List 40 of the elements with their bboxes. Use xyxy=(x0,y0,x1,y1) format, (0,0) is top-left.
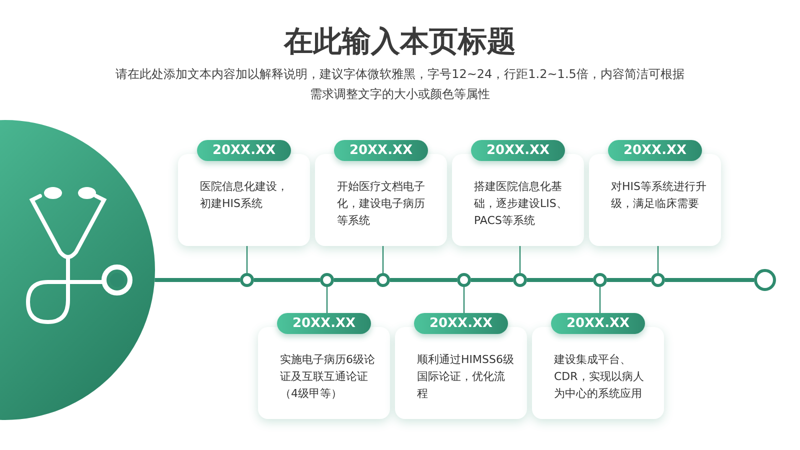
page-title: 在此输入本页标题 xyxy=(282,23,517,60)
event-description: 开始医疗文档电子化，建设电子病历等系统 xyxy=(337,179,426,229)
date-pill: 20XX.XX xyxy=(608,140,702,161)
subtitle-text: 请在此处添加文本内容加以解释说明，建议字体微软雅黑，字号12~24，行距1.2~1.5倍，内容简洁可根据需求调整文字的大小或颜色等属性 xyxy=(114,66,686,103)
connector-line xyxy=(665,278,754,282)
date-pill: 20XX.XX xyxy=(334,140,428,161)
timeline-dot xyxy=(513,273,527,287)
date-pill: 20XX.XX xyxy=(197,140,291,161)
connector-line xyxy=(382,246,384,273)
event-description: 建设集成平台、CDR，实现以病人为中心的系统应用 xyxy=(554,352,645,402)
connector-line xyxy=(527,278,593,282)
connector-line xyxy=(326,287,328,313)
timeline-dot xyxy=(240,273,254,287)
connector-line xyxy=(599,287,601,313)
timeline-dot xyxy=(376,273,390,287)
timeline-dot xyxy=(754,269,776,291)
connector-line xyxy=(519,246,521,273)
connector-line xyxy=(334,278,376,282)
timeline-dot xyxy=(320,273,334,287)
event-description: 搭建医院信息化基础，逐步建设LIS、PACS等系统 xyxy=(474,179,568,229)
stethoscope-drawing xyxy=(0,120,155,420)
connector-line xyxy=(154,278,240,282)
date-pill: 20XX.XX xyxy=(277,313,371,334)
date-pill: 20XX.XX xyxy=(471,140,565,161)
timeline-dot xyxy=(651,273,665,287)
connector-line xyxy=(657,246,659,273)
connector-line xyxy=(254,278,320,282)
date-pill: 20XX.XX xyxy=(414,313,508,334)
event-description: 顺利通过HIMSS6级国际论证，优化流程 xyxy=(417,352,515,402)
connector-line xyxy=(390,278,457,282)
date-pill: 20XX.XX xyxy=(551,313,645,334)
event-description: 实施电子病历6级论证及互联互通论证（4级甲等） xyxy=(280,352,376,402)
timeline-dot xyxy=(457,273,471,287)
connector-line xyxy=(607,278,651,282)
connector-line xyxy=(463,287,465,313)
connector-line xyxy=(471,278,513,282)
timeline-dot xyxy=(593,273,607,287)
event-description: 对HIS等系统进行升级，满足临床需要 xyxy=(611,179,708,212)
connector-line xyxy=(246,246,248,273)
event-description: 医院信息化建设，初建HIS系统 xyxy=(200,179,289,212)
